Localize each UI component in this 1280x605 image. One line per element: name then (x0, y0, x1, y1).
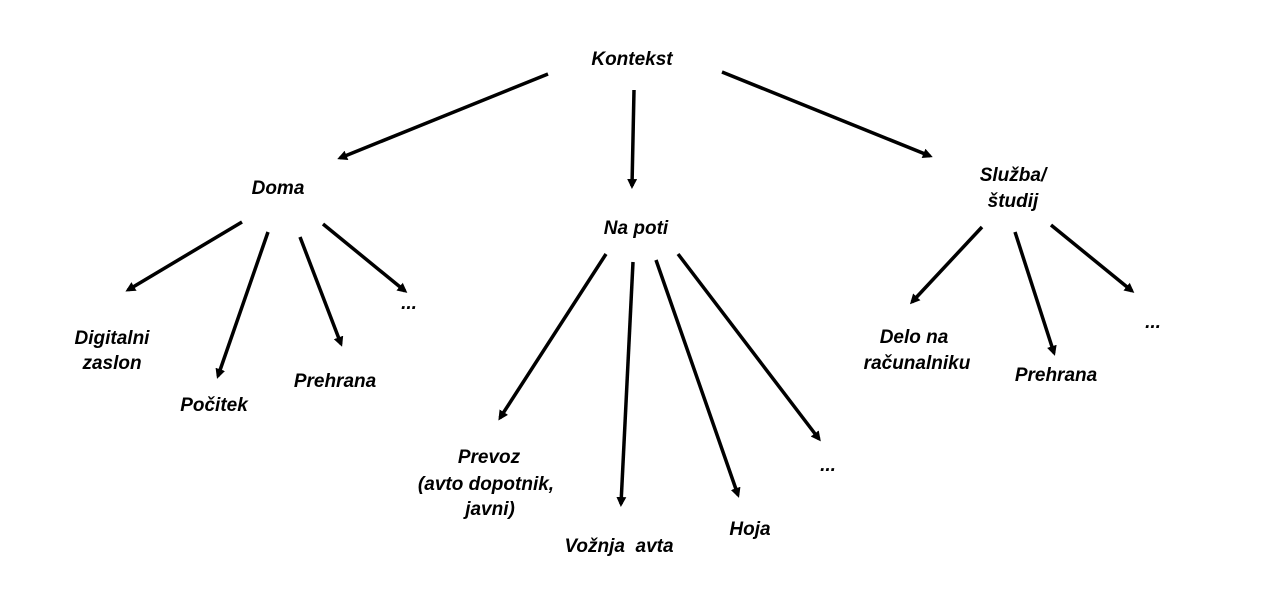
edge-doma-ellipsis (321, 222, 408, 293)
leaf-hoja-label: Hoja (729, 519, 771, 540)
edge-doma-digitalni-zaslon (125, 220, 243, 292)
leaf-ellipsis-doma: ... (401, 293, 417, 314)
category-doma-label: Doma (252, 178, 305, 199)
leaf-prehrana-sluzba-label: Prehrana (1015, 365, 1098, 386)
leaf-prevoz-line2: (avto dopotnik, (418, 474, 554, 495)
leaf-voznja-avta-label: Vožnja avta (564, 536, 674, 557)
edge-root-sluzba (721, 70, 933, 159)
leaf-delo-na-racunalniku-line2: računalniku (864, 353, 971, 374)
edge-na-poti-hoja (654, 259, 741, 498)
category-sluzba-label-line1: Služba/ (980, 165, 1048, 186)
edge-sluzba-prehrana (1013, 231, 1057, 356)
leaf-delo-na-racunalniku-line1: Delo na (880, 327, 949, 348)
category-na-poti-label: Na poti (604, 218, 669, 239)
leaf-prevoz-line1: Prevoz (458, 447, 521, 468)
edge-root-doma (337, 72, 549, 161)
leaf-ellipsis-sluzba: ... (1145, 312, 1161, 333)
edge-na-poti-voznja (616, 261, 635, 507)
leaf-digitalni-zaslon-line2: zaslon (81, 353, 141, 374)
edge-doma-prehrana (298, 236, 344, 347)
edge-root-na-poti (627, 89, 638, 189)
leaf-prehrana-doma-label: Prehrana (294, 371, 377, 392)
category-sluzba-label-line2: študij (988, 191, 1039, 212)
edge-doma-pocitek (215, 231, 270, 379)
leaf-pocitek-label: Počitek (180, 395, 249, 416)
edge-na-poti-ellipsis (676, 252, 821, 442)
leaf-digitalni-zaslon-line1: Digitalni (75, 328, 151, 349)
edge-sluzba-ellipsis (1049, 223, 1135, 293)
leaf-prevoz-line3: javni) (462, 499, 515, 520)
edge-na-poti-prevoz (498, 253, 608, 421)
root-node-label: Kontekst (591, 49, 673, 70)
leaf-ellipsis-poti: ... (820, 455, 836, 476)
edge-sluzba-delo (909, 225, 984, 305)
